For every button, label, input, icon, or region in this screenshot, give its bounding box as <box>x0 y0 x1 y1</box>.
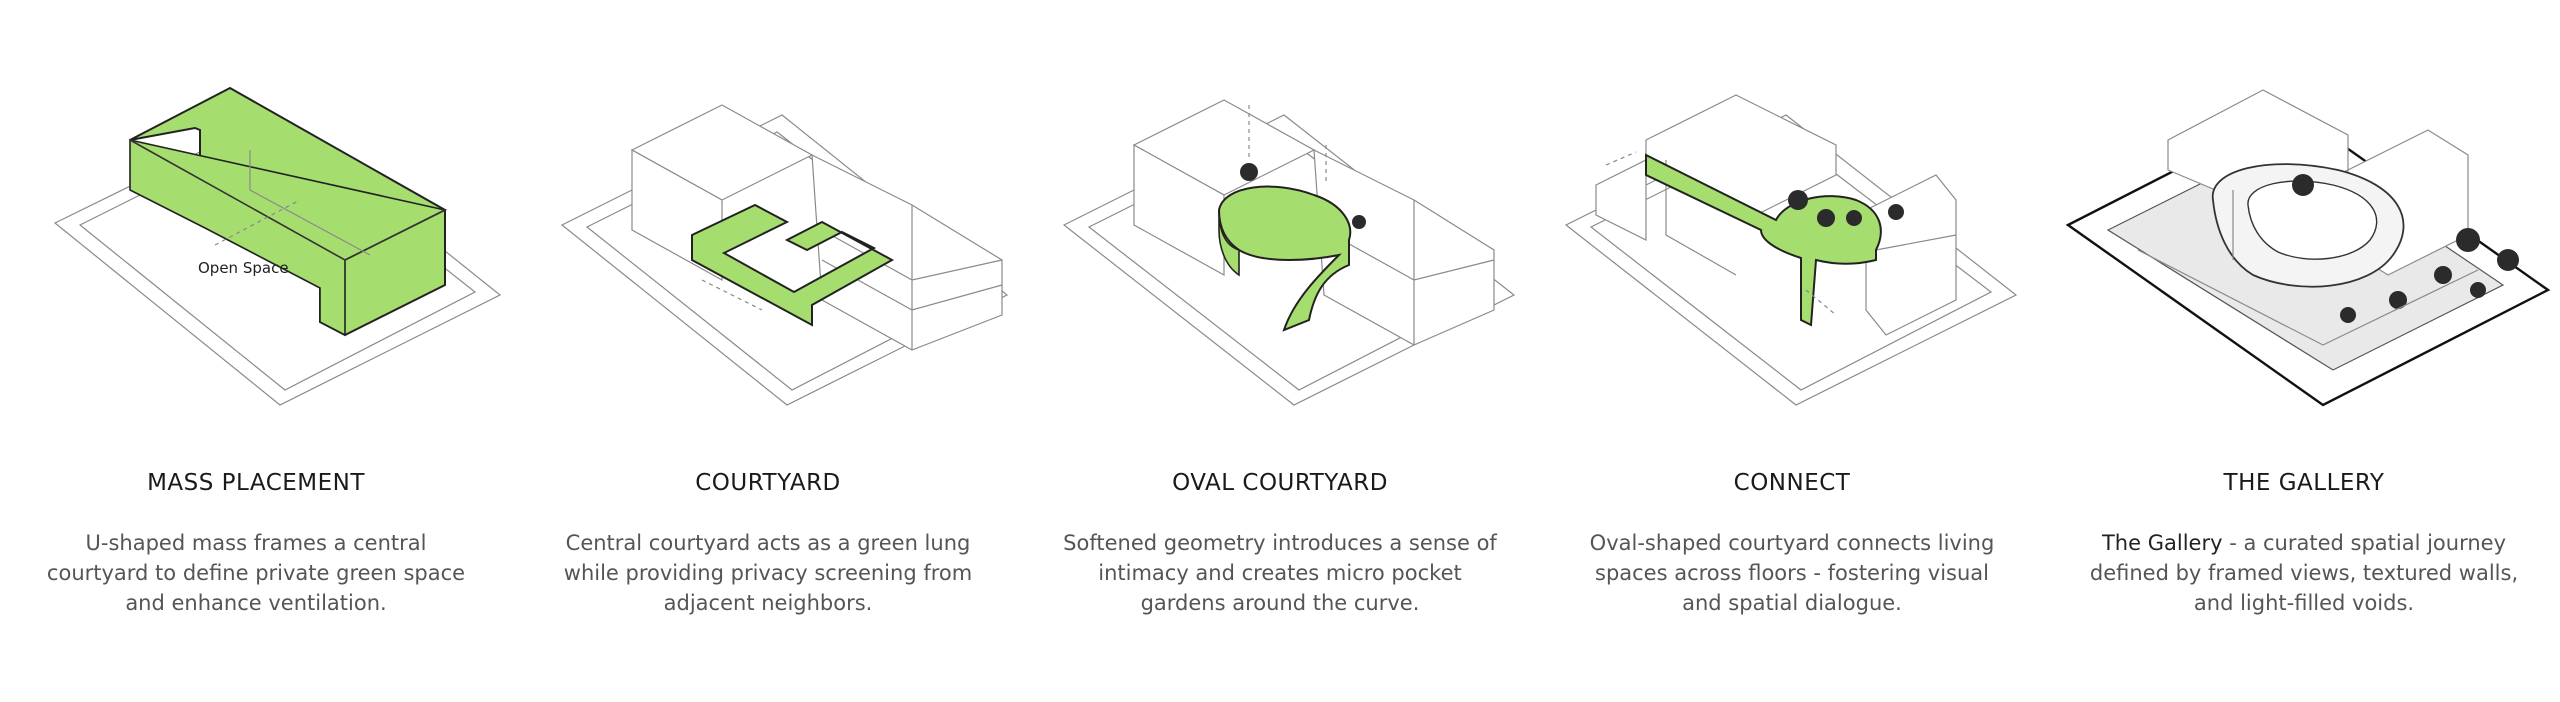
panel-description: Softened geometry introduces a sense of … <box>1063 531 1497 615</box>
oval-courtyard-green <box>1217 185 1352 332</box>
tree-icon <box>1788 190 1808 210</box>
tree-icon <box>2292 174 2314 196</box>
tree-icon <box>2456 228 2480 252</box>
panel-the-gallery: THE GALLERY The Gallery - a curated spat… <box>2048 0 2560 702</box>
courtyard-green <box>691 203 895 327</box>
panel-description: Oval-shaped courtyard connects living sp… <box>1589 531 1995 615</box>
oval-courtyard-diagram <box>1062 99 1516 406</box>
panel-title: OVAL COURTYARD <box>1172 470 1388 496</box>
right-wing <box>1865 174 1957 336</box>
panel-description: U-shaped mass frames a central courtyard… <box>46 531 466 615</box>
connector-green <box>1645 153 1882 327</box>
u-mass-edge <box>129 139 446 261</box>
oval-front-face <box>1218 209 1240 277</box>
connect-diagram <box>1564 94 2018 406</box>
tree-icon <box>2470 282 2486 298</box>
tree-icon <box>1817 209 1835 227</box>
tree-icon <box>1240 163 1258 181</box>
block-back-front <box>1133 143 1225 277</box>
tree-icon <box>1888 204 1904 220</box>
u-mass-inner-edge <box>249 150 371 256</box>
panel-title: THE GALLERY <box>2223 470 2385 496</box>
courtyard-diagram <box>560 104 1009 406</box>
podium-edge <box>2137 249 2479 346</box>
left-wing <box>1595 159 1647 241</box>
mass-placement-diagram: Open Space <box>53 86 502 406</box>
tree-icon <box>1352 215 1366 229</box>
open-space-arrow <box>214 199 301 246</box>
panel-courtyard: COURTYARD Central courtyard acts as a gr… <box>512 0 1024 702</box>
gallery-diagram <box>2065 89 2551 407</box>
description-lead: The Gallery <box>2101 531 2223 555</box>
panel-description: Central courtyard acts as a green lung w… <box>563 531 973 615</box>
panel-oval-courtyard: OVAL COURTYARD Softened geometry introdu… <box>1024 0 1536 702</box>
arrow-left <box>1605 151 1637 166</box>
description-rest: - a curated spatial journey defined by f… <box>2089 531 2519 615</box>
panel-description: The Gallery - a curated spatial journey … <box>2084 528 2524 618</box>
tree-icon <box>2389 291 2407 309</box>
right-wing-floor <box>1875 234 1957 251</box>
panel-title: COURTYARD <box>695 470 841 496</box>
panel-title: CONNECT <box>1733 470 1851 496</box>
tree-icon <box>1846 210 1862 226</box>
block-right <box>811 153 1003 351</box>
courtyard-guide <box>701 279 763 311</box>
panel-mass-placement: Open Space MASS PLACEMENT U-shaped mass … <box>0 0 512 702</box>
open-space-label: Open Space <box>198 259 289 277</box>
panel-connect: CONNECT Oval-shaped courtyard connects l… <box>1536 0 2048 702</box>
tree-icon <box>2434 266 2452 284</box>
panel-title: MASS PLACEMENT <box>147 470 365 496</box>
tree-icon <box>2497 249 2519 271</box>
gallery-inner <box>2247 180 2378 260</box>
tree-icon <box>2340 307 2356 323</box>
arrow-down-right <box>1805 289 1837 316</box>
